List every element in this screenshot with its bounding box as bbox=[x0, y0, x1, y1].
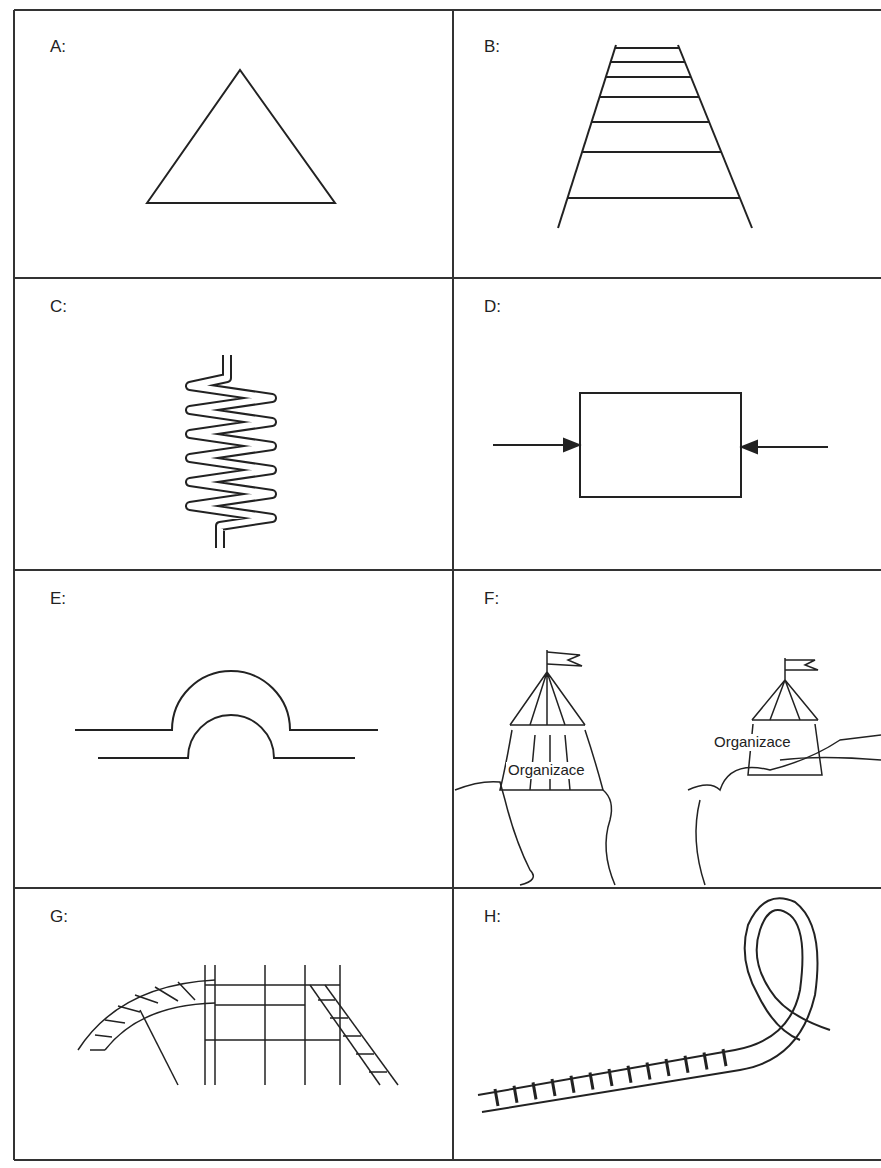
panel-letter: A: bbox=[50, 38, 66, 57]
ladder-rung bbox=[592, 121, 710, 123]
panel-letter: D: bbox=[484, 298, 501, 317]
roller-coaster-track bbox=[478, 898, 830, 1112]
triangle bbox=[147, 70, 335, 203]
panel-letter: C: bbox=[50, 298, 67, 317]
spring bbox=[190, 355, 272, 548]
ladder bbox=[558, 45, 752, 228]
scaffold bbox=[78, 965, 398, 1085]
ladder-rung bbox=[568, 197, 740, 199]
ladder-rung bbox=[606, 76, 691, 78]
bridge bbox=[75, 671, 378, 758]
ladder-rung bbox=[611, 61, 685, 63]
tent-label: Organizace bbox=[506, 762, 587, 779]
ladder-rung bbox=[600, 96, 700, 98]
tents-on-cliffs bbox=[455, 650, 881, 885]
panel-letter: G: bbox=[50, 908, 68, 927]
panel-letter: E: bbox=[50, 590, 66, 609]
panel-letter: H: bbox=[484, 908, 501, 927]
compression-box bbox=[493, 393, 828, 497]
ladder-rung bbox=[582, 151, 721, 153]
panel-letter: B: bbox=[484, 38, 500, 57]
panel-letter: F: bbox=[484, 590, 499, 609]
ladder-rung bbox=[615, 47, 679, 49]
tent-label: Organizace bbox=[712, 734, 793, 751]
panel-grid bbox=[14, 10, 881, 1160]
